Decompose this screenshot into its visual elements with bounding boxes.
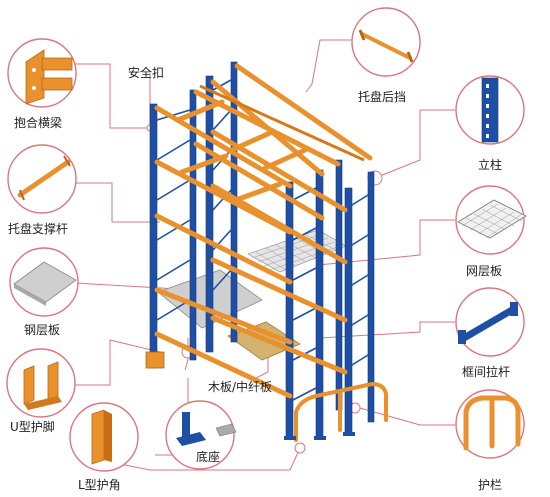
u-protector-on-rack [145,351,165,369]
label-base-plate: 底座 [196,450,221,464]
thumb-base-plate [165,400,237,470]
thumb-frame-bracing [455,287,525,357]
thumb-l-protector [69,402,139,472]
thumb-upright [455,75,525,145]
label-steel-deck: 钢层板 [24,323,61,337]
label-l-protector: L型护角 [78,478,121,492]
label-u-protector: U型护脚 [10,420,55,434]
label-frame-bracing: 框间拉杆 [462,365,511,379]
thumb-pallet-support [7,144,77,214]
beam-levels [154,63,373,399]
label-upright: 立柱 [478,158,503,172]
label-holding-beam: 抱合横梁 [14,116,63,130]
guardrail-on-rack [294,381,388,442]
rack-structure [145,61,388,442]
thumb-holding-beam [7,38,77,108]
thumb-guardrail [455,389,525,459]
label-guardrail: 护栏 [478,478,503,492]
thumb-pallet-stop [351,7,421,77]
label-wire-deck: 网层板 [466,264,503,278]
label-wood-board: 木板/中纤板 [208,380,273,394]
label-pallet-support: 托盘支撑杆 [8,222,69,236]
thumb-wire-deck [455,185,527,255]
thumb-steel-deck [9,247,79,317]
label-safety-pin: 安全扣 [128,66,165,80]
pallet-stop-rail [199,84,365,162]
thumb-u-protector [6,348,76,418]
label-pallet-stop: 托盘后挡 [358,90,407,104]
